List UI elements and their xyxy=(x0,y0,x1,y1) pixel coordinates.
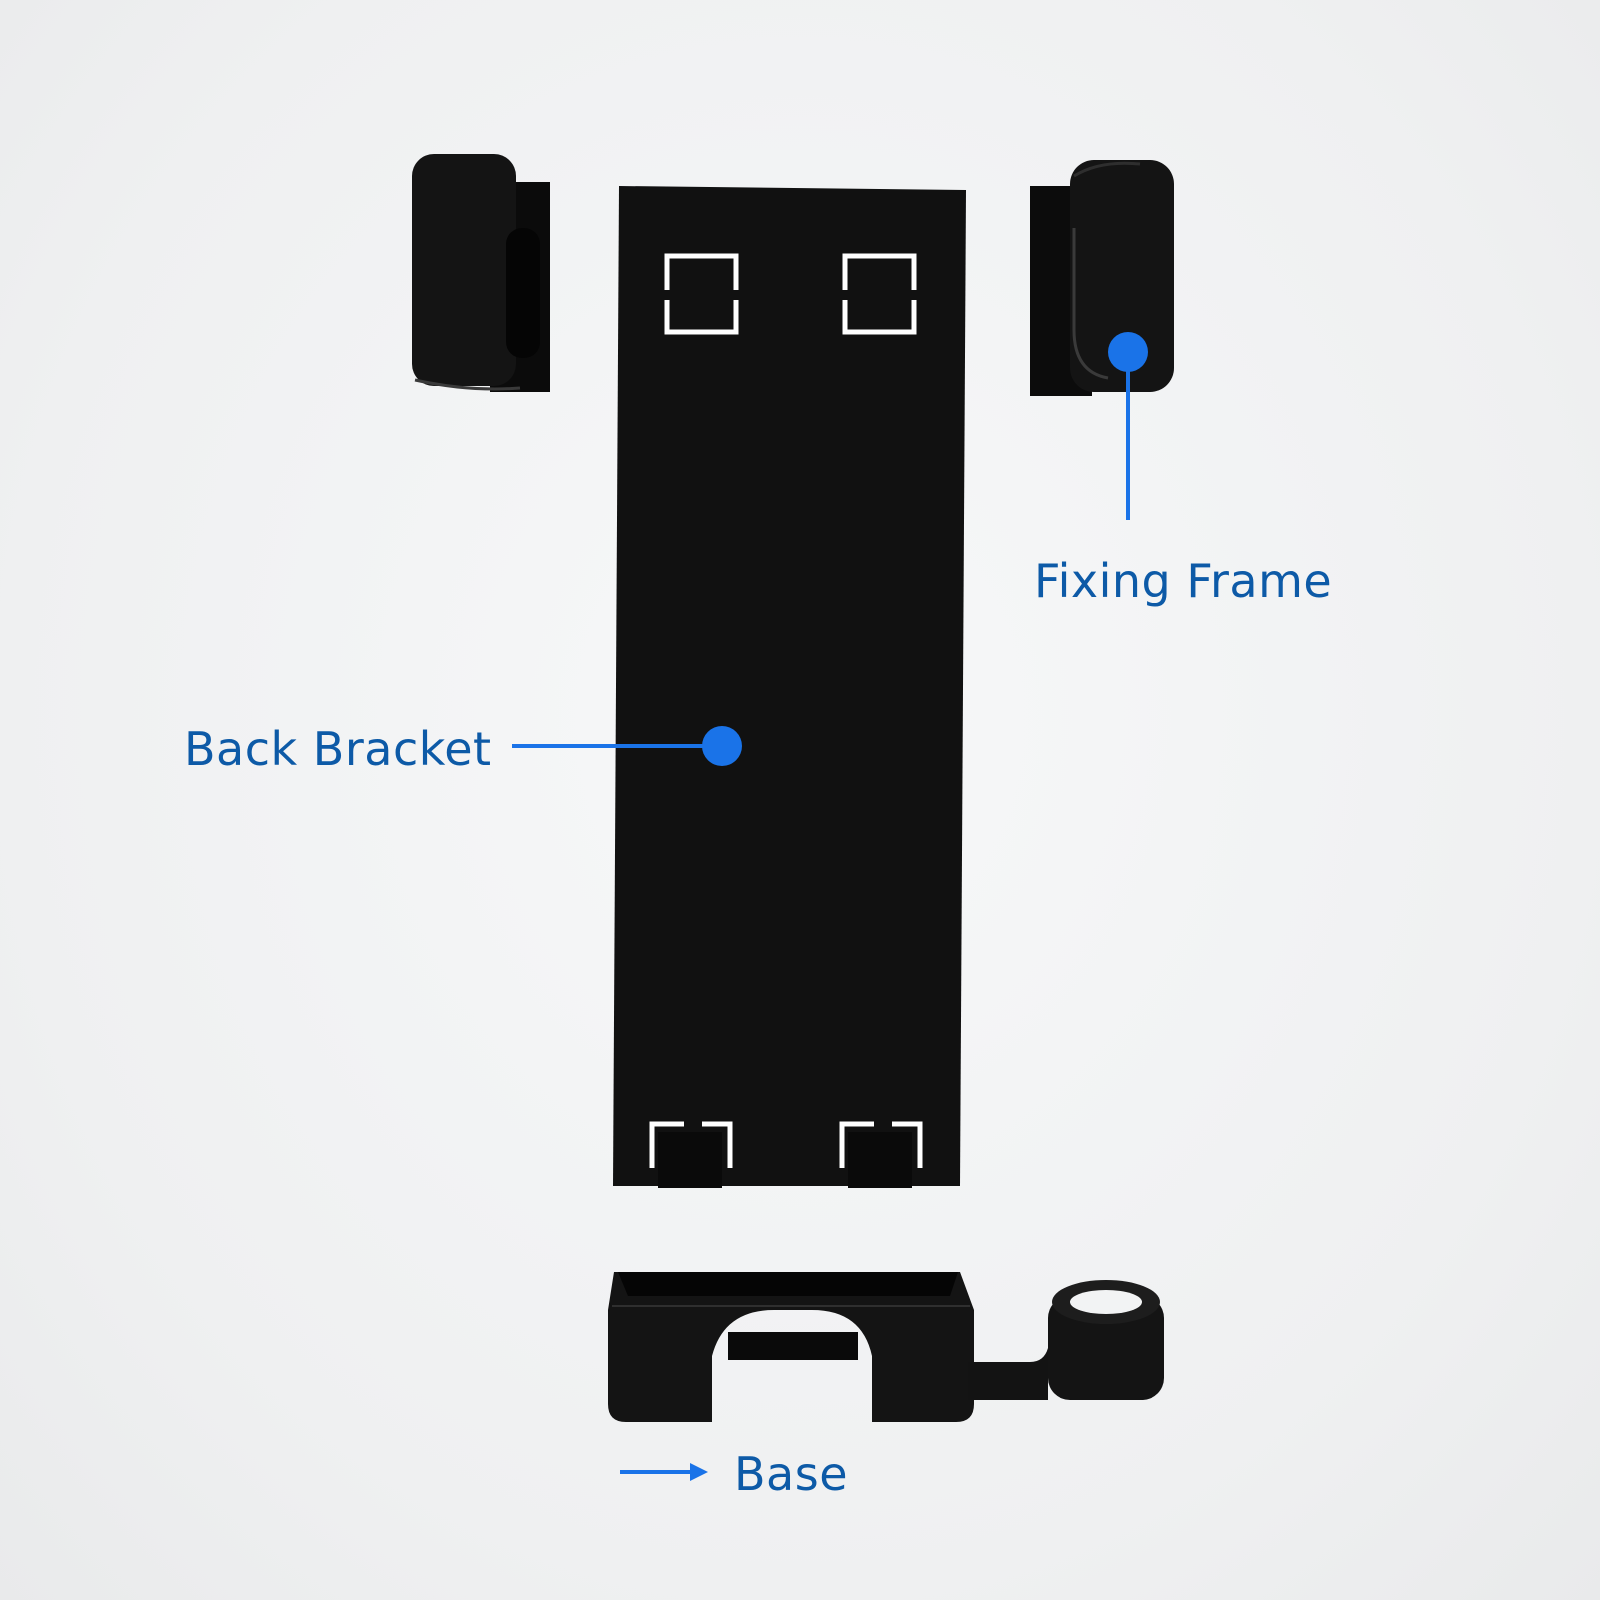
back-bracket-callout xyxy=(512,726,742,766)
fixing-frame-callout xyxy=(1108,332,1148,520)
back-bracket-plate xyxy=(613,186,966,1188)
base-arrow xyxy=(620,1463,708,1481)
base-label: Base xyxy=(734,1447,849,1501)
back-bracket-label: Back Bracket xyxy=(184,722,492,776)
right-fixing-frame xyxy=(1030,160,1174,396)
fixing-frame-label: Fixing Frame xyxy=(1034,554,1333,608)
left-fixing-frame xyxy=(412,154,550,392)
base-part xyxy=(608,1272,1164,1422)
